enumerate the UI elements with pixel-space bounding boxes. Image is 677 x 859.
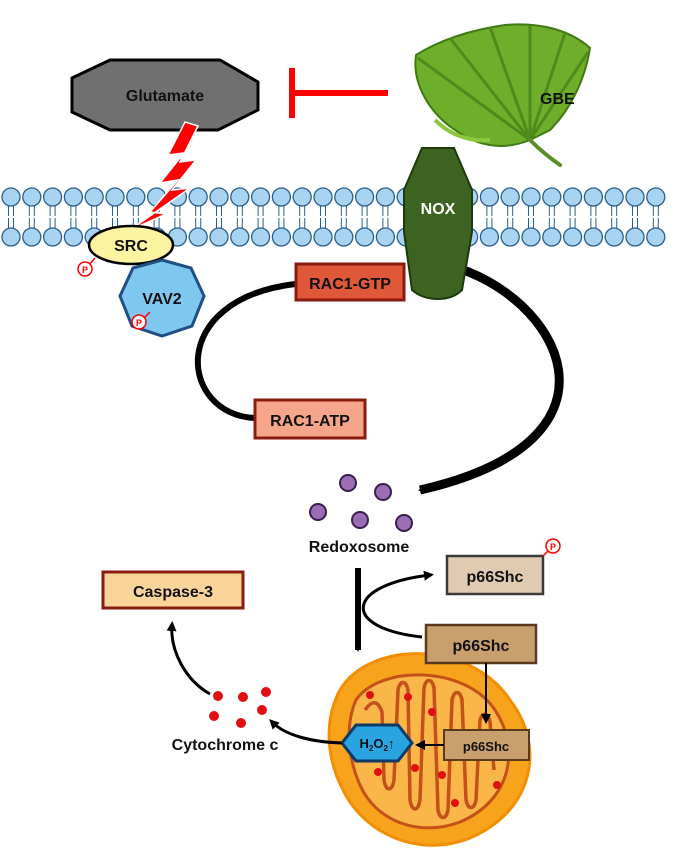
src-phospho-icon: P — [77, 257, 96, 277]
lipid-head — [334, 187, 354, 207]
lipid-head — [583, 227, 604, 247]
lipid-head — [63, 187, 84, 207]
p66shc-phosphorylated-node: p66Shc — [445, 554, 545, 596]
vav2-label: VAV2 — [142, 291, 182, 308]
redoxosome-cluster — [309, 474, 413, 532]
h2o2-label: H2O2↑ — [360, 736, 395, 753]
lipid-head — [209, 227, 229, 247]
redoxosome-label: Redoxosome — [309, 539, 410, 556]
lipid-head — [230, 227, 250, 247]
lipid-head — [188, 187, 208, 207]
lipid-head — [646, 187, 666, 207]
lipid-head — [1, 227, 21, 247]
lipid-head — [250, 227, 271, 247]
lipid-head — [500, 227, 520, 247]
vav2-phospho-icon: P — [131, 311, 151, 330]
cytochrome-to-caspase-arrow — [166, 621, 211, 696]
nox-protein: NOX — [403, 147, 473, 300]
lipid-head — [521, 227, 541, 247]
lipid-head — [646, 227, 666, 247]
lipid-head — [313, 227, 333, 247]
lipid-head — [271, 187, 292, 207]
lipid-head — [22, 227, 42, 247]
lipid-head — [375, 227, 396, 247]
rac1-atp-label: RAC1-ATP — [270, 413, 350, 430]
lipid-head — [334, 227, 354, 247]
svg-text:P: P — [82, 265, 88, 275]
p66shc-cyto-label: p66Shc — [453, 638, 510, 655]
lipid-head — [126, 187, 146, 207]
lipid-head — [583, 187, 604, 207]
p66shc-phos-label: p66Shc — [467, 569, 524, 586]
h2o2-node: H2O2↑ — [340, 723, 414, 763]
lipid-head — [479, 227, 500, 247]
p66shc-cytosolic-node: p66Shc — [424, 623, 538, 665]
p66shc-phospho-icon: P — [542, 538, 561, 557]
lipid-head — [479, 187, 500, 207]
lipid-head — [625, 227, 645, 247]
svg-text:P: P — [550, 542, 556, 552]
lipid-head — [188, 227, 208, 247]
inhibition-symbol — [289, 68, 388, 118]
rac1-gtp-label: RAC1-GTP — [309, 276, 391, 293]
lipid-head — [292, 227, 312, 247]
lipid-head — [292, 187, 312, 207]
lipid-head — [354, 187, 375, 207]
lipid-head — [500, 187, 520, 207]
nox-to-redoxosome-arrow — [418, 260, 564, 495]
svg-text:P: P — [136, 318, 142, 328]
rac1-gtp-node: RAC1-GTP — [294, 262, 406, 302]
lipid-head — [604, 227, 624, 247]
mitochondrion — [327, 652, 532, 847]
rac1-atp-node: RAC1-ATP — [253, 398, 367, 440]
ginkgo-leaf-icon — [414, 23, 592, 167]
lipid-head — [562, 187, 583, 207]
lightning-bolt-icon — [129, 121, 200, 231]
h2o2-to-cytochrome-arrow — [269, 719, 343, 745]
src-node: SRC — [87, 224, 175, 266]
lipid-head — [84, 187, 104, 207]
nox-label: NOX — [421, 201, 456, 218]
lipid-head — [230, 187, 250, 207]
caspase3-label: Caspase-3 — [133, 584, 213, 601]
lipid-head — [625, 187, 645, 207]
p66shc-phosphorylation-arrow — [361, 570, 434, 639]
lipid-head — [542, 227, 562, 247]
lipid-head — [22, 187, 42, 207]
src-label: SRC — [114, 238, 148, 255]
gbe-label: GBE — [540, 91, 575, 108]
glutamate-label: Glutamate — [126, 88, 204, 105]
lipid-head — [105, 187, 125, 207]
lipid-head — [521, 187, 541, 207]
p66shc-mitochondrial-node: p66Shc — [443, 729, 530, 761]
cytochrome-c-label: Cytochrome c — [172, 737, 279, 754]
lipid-head — [271, 227, 292, 247]
caspase3-node: Caspase-3 — [101, 570, 245, 610]
lipid-head — [42, 227, 63, 247]
lipid-head — [313, 187, 333, 207]
lipid-head — [354, 227, 375, 247]
p66shc-mito-label: p66Shc — [463, 739, 509, 754]
glutamate-node: Glutamate — [70, 58, 260, 132]
lipid-head — [604, 187, 624, 207]
lipid-head — [250, 187, 271, 207]
lipid-head — [42, 187, 63, 207]
rac1-activation-cycle-arrow — [195, 281, 297, 421]
lipid-head — [63, 227, 84, 247]
lipid-head — [562, 227, 583, 247]
cytochrome-c-cluster — [209, 687, 271, 728]
lipid-head — [209, 187, 229, 207]
lipid-head — [1, 187, 21, 207]
lipid-head — [542, 187, 562, 207]
lipid-head — [375, 187, 396, 207]
